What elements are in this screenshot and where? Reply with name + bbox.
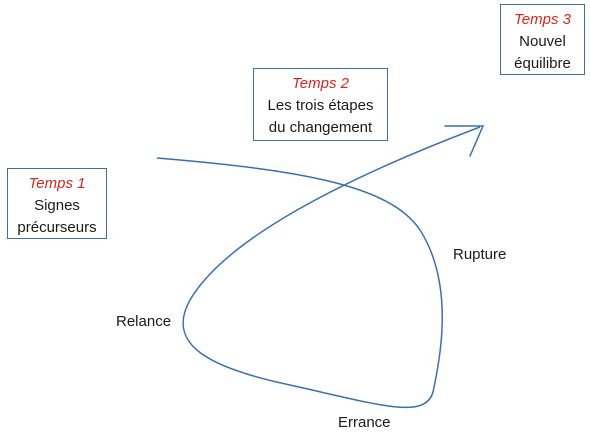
arrow-head-icon bbox=[444, 125, 485, 157]
phase-label-relance: Relance bbox=[116, 313, 172, 330]
step-time-label: Temps 3 bbox=[514, 11, 571, 28]
step-time-label: Temps 2 bbox=[292, 75, 349, 92]
phase-label-errance: Errance bbox=[338, 414, 391, 431]
change-loop-curve bbox=[156, 126, 481, 409]
step-box-temps-1: Temps 1 Signes précurseurs bbox=[7, 168, 107, 239]
phase-label-rupture: Rupture bbox=[453, 246, 507, 263]
step-description-line: Nouvel bbox=[519, 33, 566, 50]
step-description-line: précurseurs bbox=[17, 219, 97, 236]
step-time-label: Temps 1 bbox=[28, 175, 86, 192]
step-description-line: du changement bbox=[268, 119, 373, 136]
step-description-line: Signes bbox=[34, 197, 80, 214]
step-description-line: équilibre bbox=[514, 55, 571, 72]
step-box-temps-3: Temps 3 Nouvel équilibre bbox=[500, 4, 585, 75]
step-box-temps-2: Temps 2 Les trois étapes du changement bbox=[253, 68, 388, 141]
step-description-line: Les trois étapes bbox=[267, 97, 374, 114]
